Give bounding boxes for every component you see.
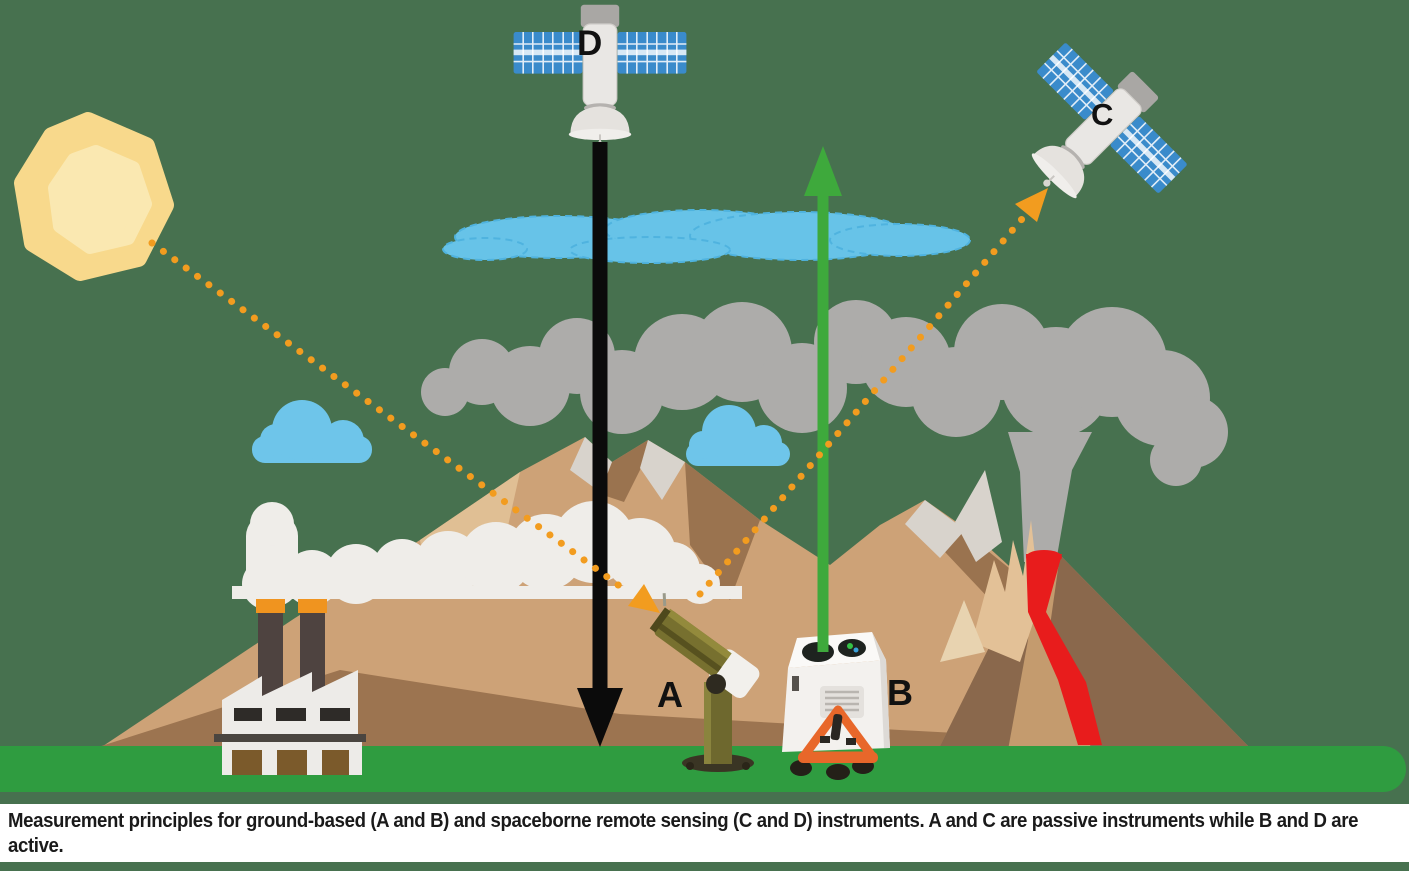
- cirrus-cloud-band-icon: [442, 209, 971, 264]
- volcano-icon: [938, 520, 1252, 750]
- caption-line-2: active.: [8, 835, 64, 857]
- sun-photometer-instrument-a: [649, 593, 760, 772]
- sun-ray-scattered-to-satellite-c: [696, 188, 1048, 598]
- lidar-beam-arrow: [804, 146, 842, 652]
- white-cloud-band-icon: [232, 501, 742, 610]
- lava-flow: [1026, 554, 1102, 745]
- factory-icon: [214, 599, 366, 775]
- instrument-b-label: B: [887, 672, 913, 713]
- cumulus-cloud-right-icon: [686, 405, 790, 466]
- satellite-c-label: C: [1091, 97, 1114, 132]
- satellite-d-label: D: [577, 24, 603, 63]
- downwelling-measurement-arrow: [577, 142, 623, 747]
- instrument-a-label: A: [657, 674, 683, 715]
- lidar-instrument-b: [782, 632, 890, 780]
- cumulus-cloud-left-icon: [252, 400, 372, 463]
- sun-ray-incident: [148, 239, 660, 613]
- figure-caption: Measurement principles for ground-based …: [0, 804, 1409, 862]
- caption-line-1: Measurement principles for ground-based …: [8, 810, 1359, 832]
- sun-icon: [14, 112, 174, 281]
